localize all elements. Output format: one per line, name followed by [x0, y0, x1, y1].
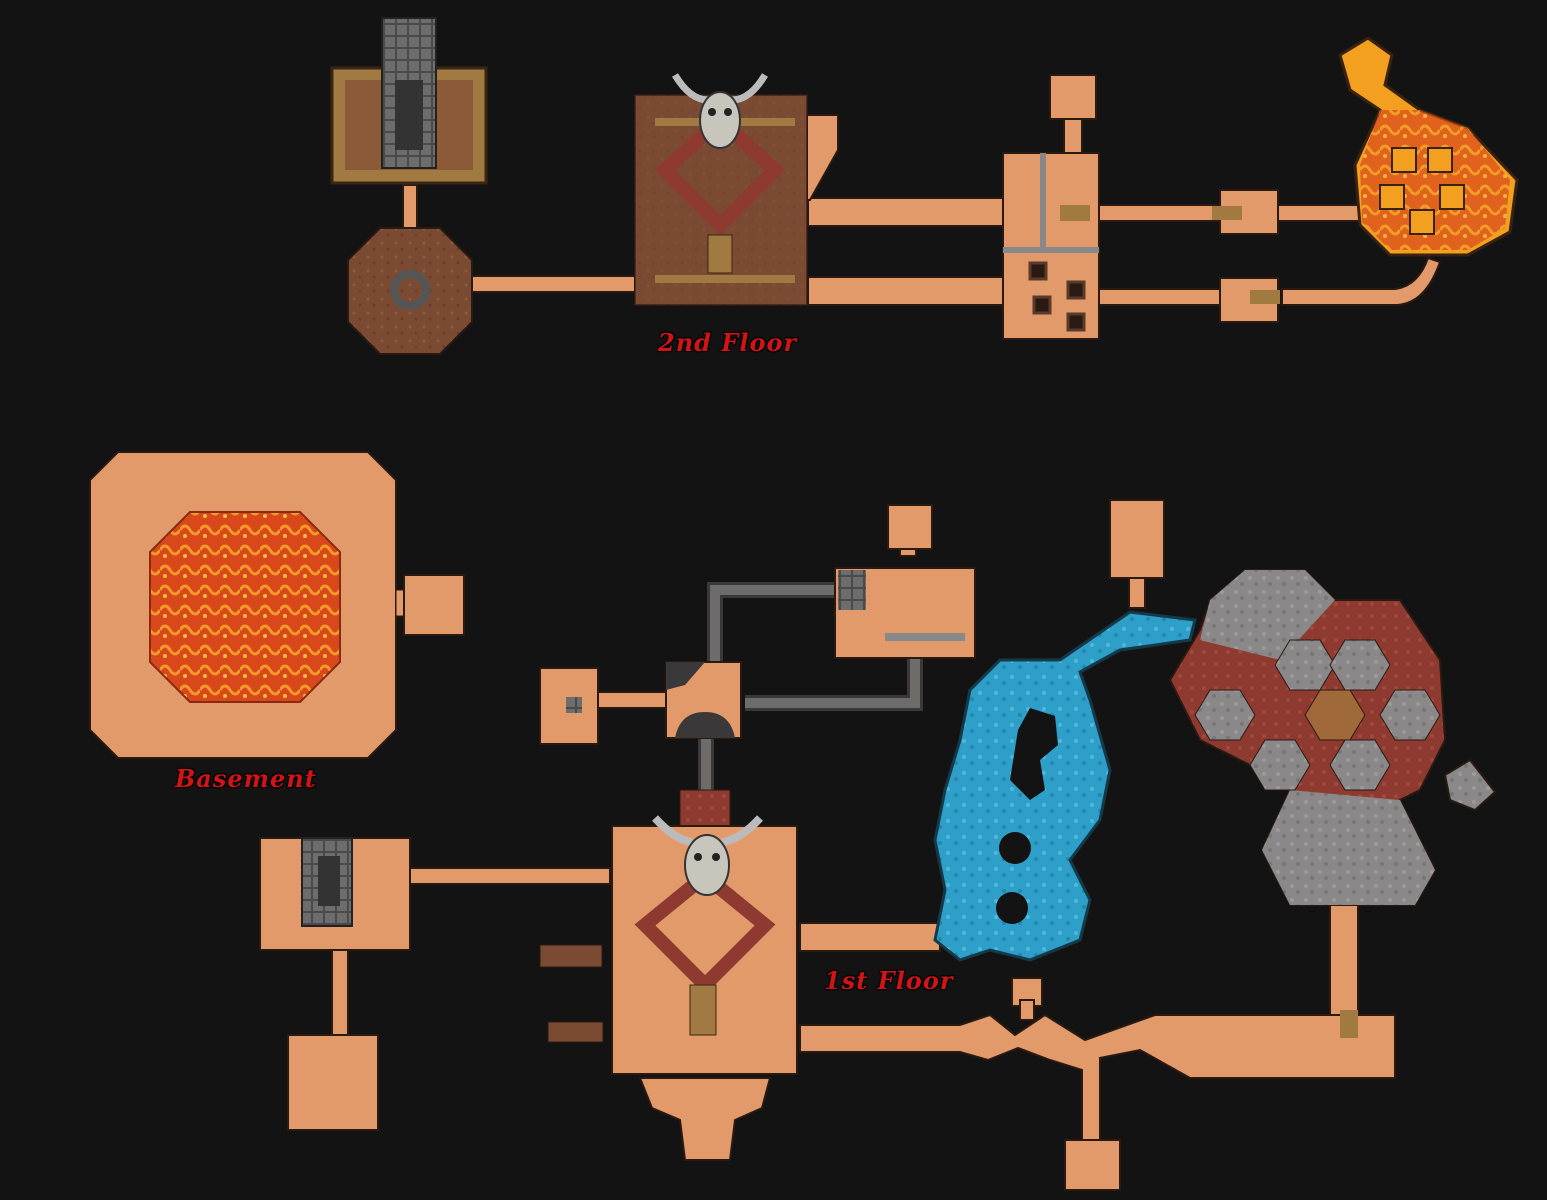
stairs-icon	[689, 984, 717, 1036]
second-floor-level	[330, 17, 1519, 355]
goat-skull-icon	[671, 73, 769, 149]
goat-skull-icon	[652, 815, 763, 896]
east-corridor	[799, 1013, 1396, 1141]
underground-lake	[933, 610, 1197, 962]
first-floor-label: 1st Floor	[824, 966, 954, 995]
basement-level	[89, 451, 465, 759]
stairs-icon	[707, 234, 733, 274]
first-floor-level	[259, 499, 1497, 1191]
second-floor-label: 2nd Floor	[658, 328, 798, 357]
lava-pool	[149, 511, 341, 703]
round-dirt-room	[347, 227, 473, 355]
small-room-north	[1049, 74, 1097, 120]
basement-label: Basement	[175, 764, 317, 793]
basement-side-room	[403, 574, 465, 636]
